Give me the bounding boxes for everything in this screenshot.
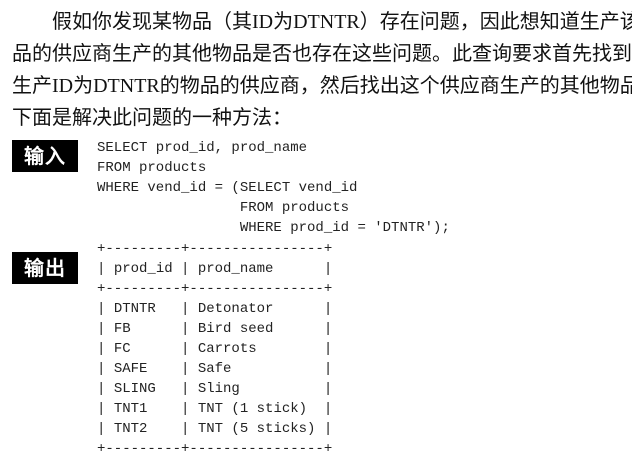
cell-prod-name: Bird seed (197, 321, 274, 337)
cell-prod-name: Sling (197, 381, 240, 397)
table-row: | TNT1| TNT (1 stick)| (97, 401, 333, 417)
cell-prod-name: TNT (5 sticks) (197, 421, 316, 437)
code-line: WHERE vend_id = (SELECT vend_id (97, 180, 358, 196)
paragraph-line: 假如你发现某物品（其ID为DTNTR）存在问题，因此想知道生产该物 (52, 11, 632, 33)
cell-prod-id: FB (113, 321, 131, 337)
cell-prod-name: prod_name (197, 261, 274, 277)
cell-prod-id: SLING (113, 381, 156, 397)
cell-prod-id: SAFE (113, 361, 148, 377)
table-border: +---------+----------------+ (97, 241, 333, 257)
cell-prod-id: prod_id (113, 261, 173, 277)
table-row: | DTNTR| Detonator| (97, 301, 333, 317)
cell-prod-name: TNT (1 stick) (197, 401, 308, 417)
paragraph-line: 下面是解决此问题的一种方法： (12, 107, 292, 129)
code-line: WHERE prod_id = 'DTNTR'); (97, 220, 450, 236)
table-header-row: | prod_id| prod_name| (97, 261, 333, 277)
table-border: +---------+----------------+ (97, 441, 333, 457)
cell-prod-name: Safe (197, 361, 232, 377)
cell-prod-id: FC (113, 341, 131, 357)
intro-paragraph: 假如你发现某物品（其ID为DTNTR）存在问题，因此想知道生产该物品的供应商生产… (12, 6, 632, 134)
table-border: +---------+----------------+ (97, 281, 333, 297)
result-table: +---------+----------------+ | prod_id| p… (97, 239, 332, 459)
paragraph-line: 品的供应商生产的其他物品是否也存在这些问题。此查询要求首先找到 (12, 43, 632, 65)
output-label: 输出 (12, 252, 78, 284)
cell-prod-name: Detonator (197, 301, 274, 317)
table-row: | FB| Bird seed| (97, 321, 333, 337)
table-row: | SLING| Sling| (97, 381, 333, 397)
cell-prod-id: DTNTR (113, 301, 156, 317)
code-line: FROM products (97, 200, 350, 216)
code-line: SELECT prod_id, prod_name (97, 140, 308, 156)
table-row: | SAFE| Safe| (97, 361, 333, 377)
paragraph-line: 生产ID为DTNTR的物品的供应商，然后找出这个供应商生产的其他物品。 (12, 75, 632, 97)
cell-prod-id: TNT1 (113, 401, 148, 417)
cell-prod-name: Carrots (197, 341, 257, 357)
code-line: FROM products (97, 160, 207, 176)
cell-prod-id: TNT2 (113, 421, 148, 437)
table-row: | FC| Carrots| (97, 341, 333, 357)
input-label: 输入 (12, 140, 78, 172)
table-row: | TNT2| TNT (5 sticks)| (97, 421, 333, 437)
